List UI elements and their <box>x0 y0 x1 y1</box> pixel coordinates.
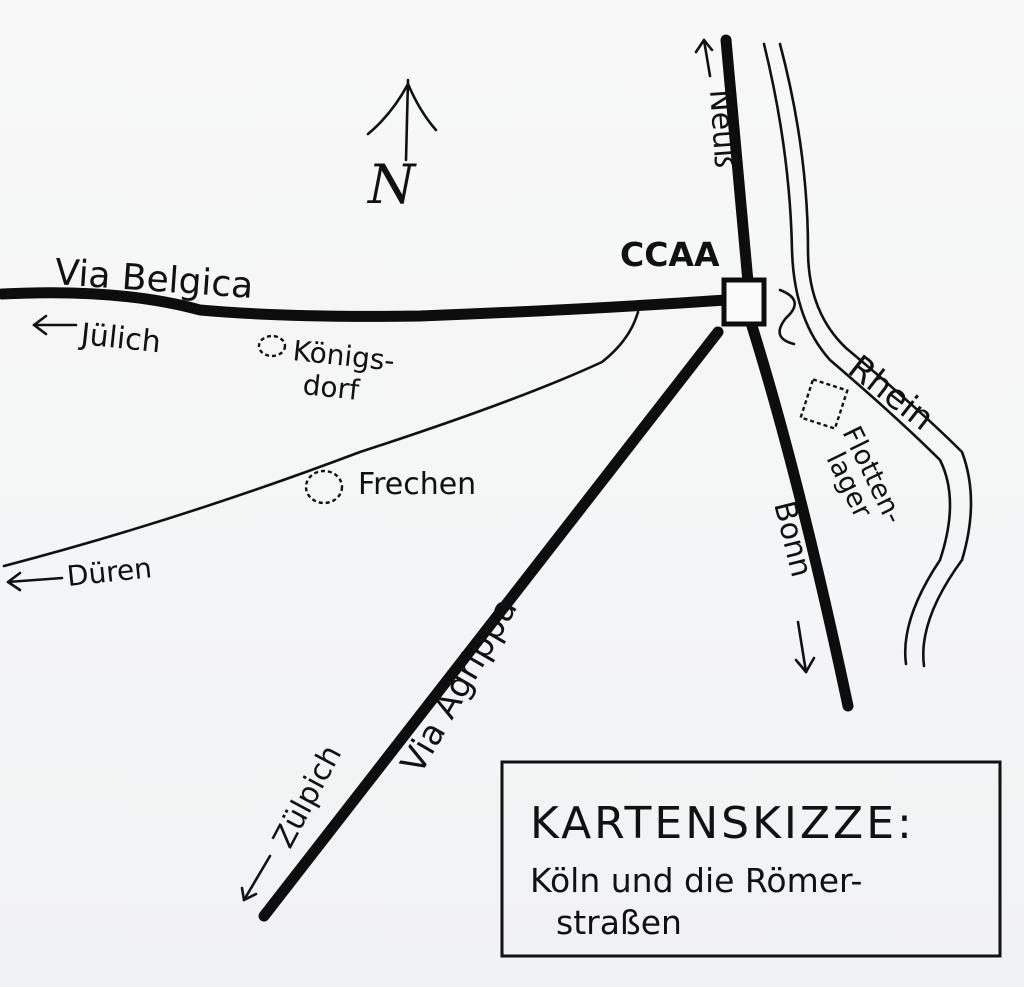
bonn-label: Bonn <box>766 497 819 580</box>
koenigsdorf-label-line2: dorf <box>301 368 362 407</box>
dueren-label: Düren <box>65 551 153 593</box>
frechen-site-icon <box>304 469 344 505</box>
arrow-juelich-icon <box>32 314 78 336</box>
north-label: N <box>366 153 417 216</box>
frechen-label: Frechen <box>358 467 476 502</box>
north-arrow-icon <box>366 78 438 162</box>
legend-subtitle-line1: Köln und die Römer- <box>530 861 862 900</box>
legend-subtitle-line2: straßen <box>556 903 682 942</box>
neuss-label: Neuß <box>702 88 742 169</box>
via-belgica-road <box>0 287 732 322</box>
koenigsdorf-site-icon <box>257 334 287 358</box>
neuss-road <box>720 34 754 288</box>
via-agrippa-road <box>258 326 724 922</box>
arrow-dueren-icon <box>6 571 64 592</box>
bonn-road <box>746 320 854 712</box>
ccaa-label: CCAA <box>620 235 720 274</box>
flottenlager-site-icon <box>799 377 849 431</box>
legend-title: KARTENSKIZZE: <box>530 798 915 849</box>
arrow-zuelpich-icon <box>240 854 272 902</box>
rhein-river <box>762 42 973 668</box>
ccaa-square <box>721 277 767 327</box>
juelich-label: Jülich <box>77 317 162 360</box>
via-agrippa-label: Via Agrippa <box>393 591 526 781</box>
arrow-bonn-icon <box>794 620 816 674</box>
arrow-neuss-icon <box>694 38 714 78</box>
zuelpich-label: Zülpich <box>266 739 349 853</box>
dueren-road <box>2 310 640 568</box>
legend-box <box>500 760 1002 958</box>
